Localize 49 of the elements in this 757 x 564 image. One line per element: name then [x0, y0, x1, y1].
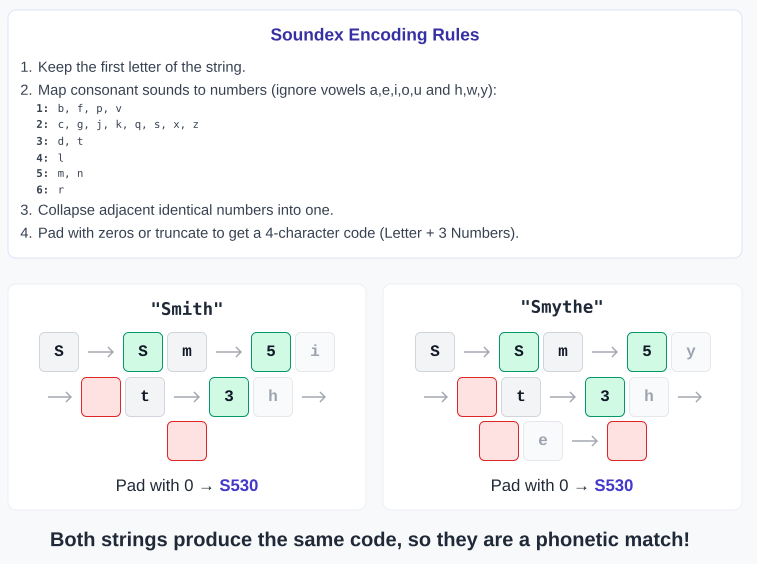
panel-heading: Soundex Encoding Rules — [271, 28, 479, 44]
rule-text: 2. Map consonant sounds to numbers (ignore vowels a,e,i,o,u and h,w,y): — [21, 84, 496, 98]
arrow — [464, 346, 490, 358]
character-tile: m — [543, 332, 583, 372]
word-heading: "Smith" — [152, 300, 222, 316]
rule-text: 4. Pad with zeros or truncate to get a 4-character code (Letter + 3 Numbers). — [20, 227, 518, 241]
arrow — [550, 391, 576, 403]
character-tile: t — [125, 377, 165, 417]
code-line: 3: d, t — [36, 136, 82, 146]
code-line: 2: c, g, j, k, q, s, x, z — [36, 120, 198, 130]
arrow — [88, 346, 114, 358]
empty-tile — [479, 421, 519, 461]
arrow — [48, 391, 72, 403]
code-line: 4: l — [36, 154, 64, 162]
arrow — [302, 391, 326, 403]
empty-tile — [167, 421, 207, 461]
result-text: Pad with 0 → S530 — [117, 478, 258, 492]
arrow — [216, 346, 242, 358]
rule-text: 1. Keep the first letter of the string. — [21, 61, 244, 75]
character-tile: S — [39, 332, 79, 372]
empty-tile — [457, 377, 497, 417]
code-line: 5: m, n — [37, 169, 82, 178]
character-tile: 3 — [585, 377, 625, 417]
empty-tile — [607, 421, 647, 461]
arrow — [424, 391, 448, 403]
code-line: 1: b, f, p, v — [37, 104, 122, 114]
code-line: 6: r — [36, 185, 64, 194]
caption: Both strings produce the same code, so they are a phonetic match! — [51, 532, 688, 550]
character-tile: e — [523, 421, 563, 461]
character-tile: t — [501, 377, 541, 417]
character-tile: y — [671, 332, 711, 372]
character-tile: S — [415, 332, 455, 372]
character-tile: S — [499, 332, 539, 372]
character-tile: m — [167, 332, 207, 372]
character-tile: h — [629, 377, 669, 417]
character-tile: i — [295, 332, 335, 372]
arrow — [572, 435, 598, 447]
arrow — [678, 391, 702, 403]
empty-tile — [81, 377, 121, 417]
arrow — [592, 346, 618, 358]
character-tile: 5 — [627, 332, 667, 372]
character-tile: S — [123, 332, 163, 372]
rule-text: 3. Collapse adjacent identical numbers into one. — [20, 204, 332, 218]
arrow — [174, 391, 200, 403]
character-tile: h — [253, 377, 293, 417]
character-tile: 5 — [251, 332, 291, 372]
result-text: Pad with 0 → S530 — [492, 478, 633, 492]
character-tile: 3 — [209, 377, 249, 417]
word-heading: "Smythe" — [522, 300, 602, 316]
